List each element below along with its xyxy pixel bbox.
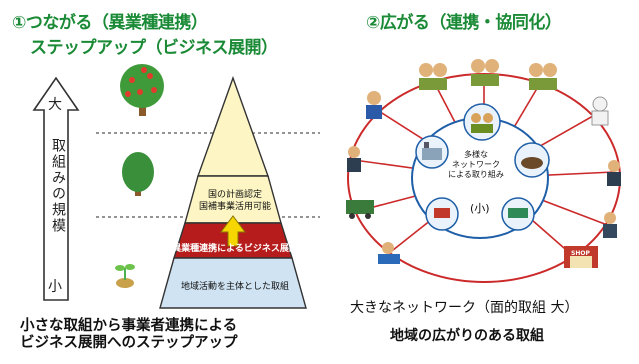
network-center-line2: ネットワーク xyxy=(452,160,500,169)
left-caption: 小さな取組から事業者連携による ビジネス展開へのステップアップ xyxy=(20,318,238,351)
up-arrow xyxy=(220,215,246,247)
pyramid-top-label-1: 国の計画認定 xyxy=(207,190,262,200)
scale-arrow xyxy=(32,76,80,301)
network-center-line1: 多様な xyxy=(464,150,488,159)
farmer-couple-icon-center xyxy=(471,59,499,86)
axis-label: 取組みの規模 xyxy=(50,138,66,234)
inner-icon-details xyxy=(422,113,543,218)
left-heading-line2: ステップアップ（ビジネス展開） xyxy=(30,38,278,58)
right-panel: ②広がる（連携・協同化） xyxy=(330,0,639,364)
left-heading-line1: ①つながる（異業種連携） xyxy=(12,13,208,33)
left-illustration xyxy=(32,64,320,309)
farmer-couple-icon-right xyxy=(529,63,557,90)
network-center-line3: による取り組み xyxy=(448,170,504,179)
businessman-icon-right xyxy=(607,160,621,186)
pyramid-middle-label: 異業種連携によるビジネス展開 xyxy=(172,244,298,254)
desk-worker-icon xyxy=(378,242,400,264)
right-caption-line1: 大きなネットワーク（面的取組 大） xyxy=(350,300,579,316)
fruit-tree-icon xyxy=(120,64,164,116)
axis-big-label: 大 xyxy=(48,97,62,113)
office-worker-icon xyxy=(603,212,617,238)
businessman-icon-left xyxy=(347,146,361,172)
network-diagram xyxy=(346,59,621,283)
fisherman-icon xyxy=(366,91,382,119)
pyramid-top xyxy=(197,75,269,177)
axis-small-label: 小 xyxy=(48,279,62,295)
truck-icon xyxy=(346,200,374,219)
right-heading: ②広がる（連携・協同化） xyxy=(366,13,562,33)
network-center-text: 多様な ネットワーク による取り組み xyxy=(440,150,512,180)
chef-icon xyxy=(591,96,609,126)
left-caption-line1: 小さな取組から事業者連携による xyxy=(20,318,238,334)
left-panel: ①つながる（異業種連携） ステップアップ（ビジネス展開） xyxy=(12,13,320,351)
network-center-small: (小) xyxy=(470,202,490,215)
shop-sign: SHOP xyxy=(571,250,590,257)
pyramid-base xyxy=(159,257,307,309)
tree-icon xyxy=(122,152,154,196)
farmer-couple-icon-left xyxy=(419,63,447,90)
pyramid-base-label: 地域活動を主体とした取組 xyxy=(180,282,289,292)
farmers-group-icon xyxy=(463,103,501,141)
sprout-icon xyxy=(115,264,135,288)
pyramid-top-label-2: 国補事業活用可能 xyxy=(198,202,271,212)
outer-people xyxy=(346,59,621,268)
left-caption-line2: ビジネス展開へのステップアップ xyxy=(20,334,238,351)
shop-icon xyxy=(564,246,598,268)
right-caption-line2: 地域の広がりのある取組 xyxy=(390,328,544,344)
